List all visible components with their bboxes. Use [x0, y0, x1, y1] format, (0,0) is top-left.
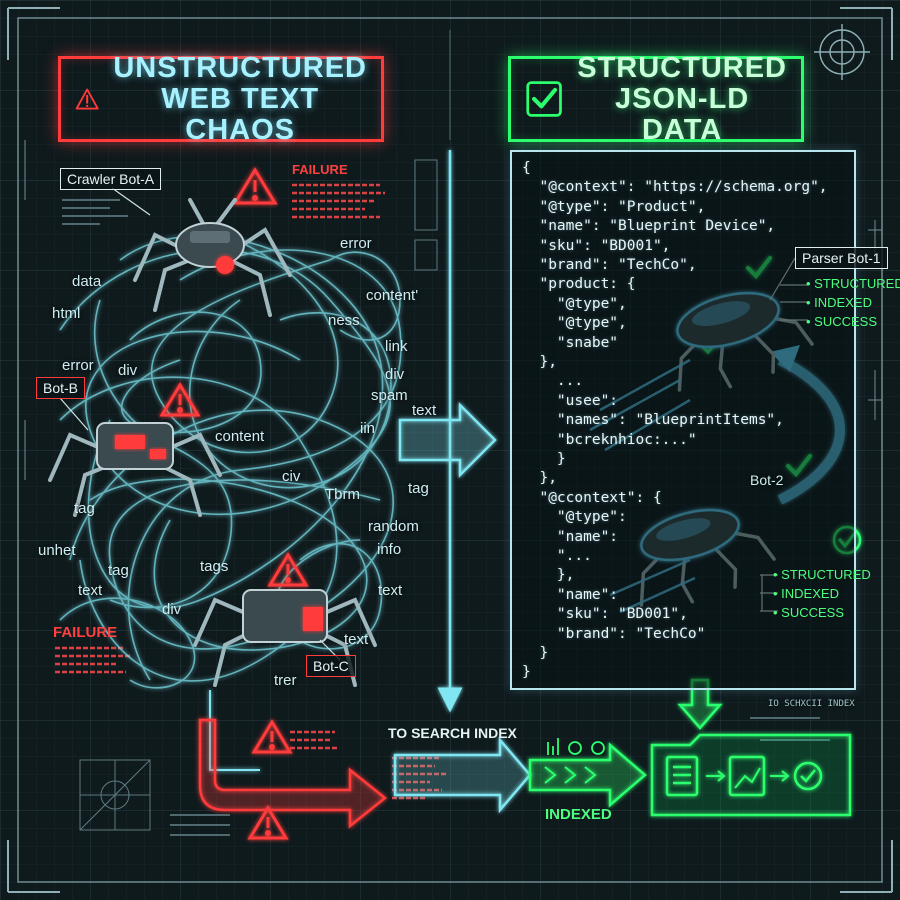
red-flow-arrow: [198, 718, 388, 829]
index-header-label: IO SCHXCII INDEX: [768, 699, 855, 709]
tangle-word: civ: [282, 468, 301, 485]
code-line: "sku": "BD001",: [522, 606, 688, 623]
tangle-word: Tbrm: [325, 486, 360, 503]
chaos-title-line-1: UNSTRUCTURED: [113, 51, 367, 84]
tangle-word: content: [215, 428, 265, 445]
spider-bot-b: [48, 422, 222, 517]
code-line: "usee":: [522, 392, 619, 409]
bot-b-label: Bot-B: [36, 377, 86, 399]
bot-2-label: Bot-2: [750, 472, 784, 488]
gear-icons: [547, 738, 605, 755]
index-panel: [650, 733, 852, 817]
tangled-wires: [59, 229, 402, 689]
status-list-2: STRUCTURED INDEXED SUCCESS: [773, 565, 871, 622]
indexed-label: INDEXED: [545, 806, 612, 823]
status-structured-1: STRUCTURED: [806, 274, 900, 293]
code-line: "sku": "BD001",: [522, 237, 671, 254]
code-line: "brand": "TechCo": [522, 625, 706, 642]
to-search-index-label: TO SEARCH INDEX: [388, 725, 517, 741]
tangle-word: tag: [108, 562, 129, 579]
code-line: ...: [522, 373, 584, 390]
code-line: "@type":: [522, 509, 627, 526]
tangle-word: random: [368, 518, 419, 535]
bot-c-label: Bot-C: [306, 655, 356, 677]
status-structured-2: STRUCTURED: [773, 565, 871, 584]
code-line: },: [522, 354, 557, 370]
structured-title-line-1: STRUCTURED: [577, 51, 787, 84]
code-line: "@context": "https://schema.org",: [522, 179, 828, 196]
tangle-word: data: [72, 273, 102, 290]
code-line: "name": "Blueprint Device",: [522, 218, 776, 235]
code-line: "name":: [522, 586, 619, 603]
crawler-bot-a-label: Crawler Bot-A: [60, 168, 162, 190]
status-indexed-1: INDEXED: [806, 293, 900, 312]
code-line: }: [522, 664, 531, 681]
failure-label-top: FAILURE: [292, 162, 348, 177]
code-line: "@ccontext": {: [522, 489, 662, 506]
code-line: "@type",: [522, 295, 627, 312]
tangle-word: info: [377, 541, 402, 558]
status-indexed-2: INDEXED: [773, 584, 871, 603]
green-flow: [528, 678, 723, 808]
code-line: "bcreknhioc:...": [522, 431, 697, 448]
checkmark-icon: [526, 81, 562, 117]
tangle-word: iin: [360, 420, 376, 437]
tangle-word: error: [62, 357, 94, 374]
code-line: "@type",: [522, 315, 627, 332]
code-line: "...: [522, 548, 592, 564]
code-line: "@type": "Product",: [522, 198, 706, 215]
code-line: "snabe": [522, 334, 619, 351]
tangle-word: text: [78, 582, 103, 599]
tangle-word: content': [366, 287, 419, 304]
code-line: }: [522, 451, 566, 467]
spider-bot-a: [133, 198, 292, 317]
tangle-word: div: [162, 601, 182, 618]
side-ticks: [24, 140, 882, 480]
chaos-title: UNSTRUCTURED WEB TEXT CHAOS: [113, 51, 367, 146]
code-line: "name":: [522, 528, 619, 545]
mini-schematic: [79, 159, 438, 831]
code-line: "product: {: [522, 276, 636, 293]
chaos-title-box: UNSTRUCTURED WEB TEXT CHAOS: [58, 52, 384, 145]
code-line: "brand": "TechCo",: [522, 257, 697, 273]
tangle-word: div: [118, 362, 138, 379]
structured-title-line-2: JSON-LD DATA: [614, 82, 750, 146]
status-success-1: SUCCESS: [806, 312, 900, 331]
tangle-word: ness: [328, 312, 360, 329]
tangle-word: error: [340, 235, 372, 252]
warning-triangle-icon: [75, 88, 99, 110]
cyan-flow-arrows: [209, 150, 532, 814]
crosshair-icon: [814, 24, 870, 80]
outer-frame: [7, 7, 893, 893]
structured-title-box: STRUCTURED JSON-LD DATA: [508, 52, 804, 145]
tangle-word: text: [378, 582, 403, 599]
warning-triangle-icon: [159, 167, 309, 840]
tangle-word: tag: [74, 500, 95, 517]
code-line: },: [522, 470, 557, 487]
tangle-word: tags: [200, 558, 229, 575]
code-line: "names": "BlueprintItems",: [522, 412, 784, 429]
code-line: {: [522, 160, 531, 176]
tangle-word: html: [52, 305, 81, 322]
parser-bot-1-label: Parser Bot-1: [795, 247, 888, 269]
tangle-word: div: [385, 366, 405, 383]
status-success-2: SUCCESS: [773, 603, 871, 622]
tangle-word: link: [385, 338, 408, 355]
tangle-word: text: [412, 402, 437, 419]
status-list-1: STRUCTURED INDEXED SUCCESS: [806, 274, 900, 331]
tangle-word: trer: [274, 672, 297, 689]
tangle-word: spam: [371, 387, 408, 404]
tangle-word: text: [344, 631, 369, 648]
tangle-word: unhet: [38, 542, 76, 559]
chaos-title-line-2: WEB TEXT CHAOS: [161, 82, 320, 146]
code-line: }: [522, 645, 549, 661]
structured-title: STRUCTURED JSON-LD DATA: [577, 51, 787, 146]
failure-label-bottom: FAILURE: [53, 624, 118, 641]
tangle-word: tag: [408, 480, 429, 497]
code-line: },: [522, 567, 575, 584]
